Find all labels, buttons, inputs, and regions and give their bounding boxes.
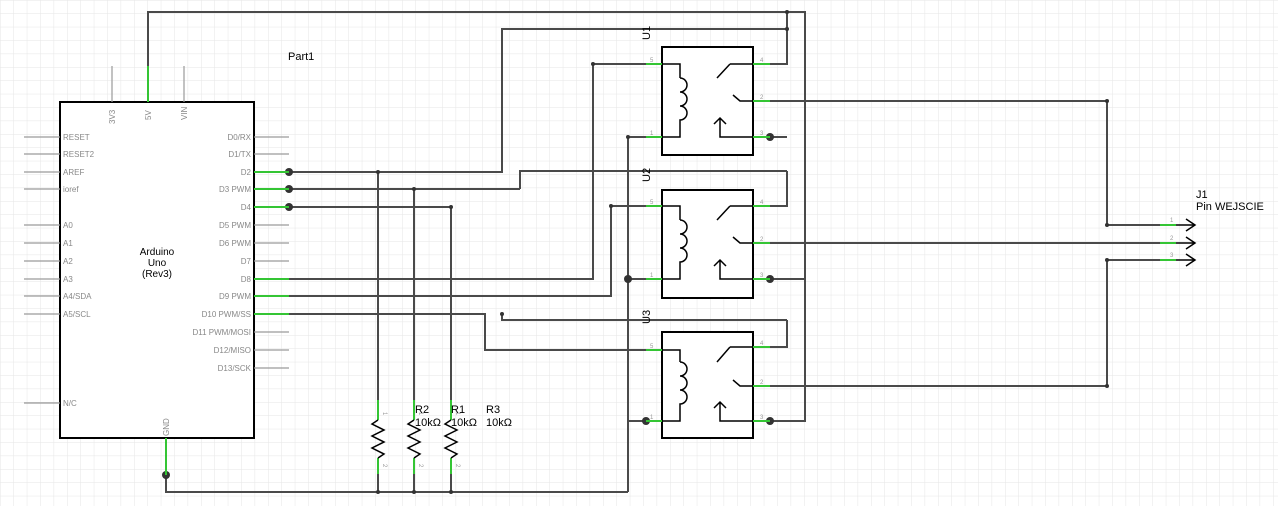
relay-u1-pin1: 1 bbox=[650, 131, 654, 137]
resistor-right[interactable]: 1 2 bbox=[443, 400, 460, 474]
arduino-pin-5v: 5V bbox=[144, 110, 153, 120]
arduino-pin-vin: VIN bbox=[180, 106, 189, 120]
arduino-pin-d9: D9 PWM bbox=[219, 292, 251, 301]
arduino-pin-gnd: GND bbox=[162, 418, 171, 436]
arduino-pin-d5: D5 PWM bbox=[219, 221, 251, 230]
resistor-right-pin1: 1 bbox=[454, 412, 460, 416]
arduino-pin-d1: D1/TX bbox=[228, 150, 251, 159]
resistor-left[interactable]: 1 2 bbox=[370, 400, 387, 474]
resistor-r1-value: 10kΩ bbox=[451, 417, 477, 429]
arduino-pin-reset: RESET bbox=[63, 133, 90, 142]
arduino-pin-ioref: ioref bbox=[63, 185, 79, 194]
relay-u1-pin5: 5 bbox=[650, 58, 654, 64]
resistor-r2-ref: R2 bbox=[415, 404, 429, 416]
relay-u2-pin1: 1 bbox=[650, 273, 654, 279]
relay-u2-ref: U2 bbox=[641, 168, 653, 182]
arduino-title-3: (Rev3) bbox=[142, 269, 172, 280]
connector-pin-3: 3 bbox=[1170, 253, 1174, 259]
relay-u3-pin1: 1 bbox=[650, 415, 654, 421]
arduino-pin-aref: AREF bbox=[63, 168, 84, 177]
arduino-pin-nc: N/C bbox=[63, 399, 77, 408]
arduino-pin-a5: A5/SCL bbox=[63, 310, 91, 319]
arduino-pin-d8: D8 bbox=[241, 275, 252, 284]
relay-u3[interactable]: U3 5 1 4 2 3 bbox=[641, 310, 770, 439]
arduino-title-2: Uno bbox=[148, 258, 167, 269]
relay-u2-pin2: 2 bbox=[760, 237, 764, 243]
arduino-pin-d2: D2 bbox=[241, 168, 252, 177]
output-junctions bbox=[376, 10, 1109, 494]
resistor-left-pin1: 1 bbox=[381, 412, 387, 416]
relay-u2[interactable]: U2 5 1 4 2 3 bbox=[641, 168, 770, 299]
arduino-title-1: Arduino bbox=[140, 247, 175, 258]
resistor-right-pin2: 2 bbox=[454, 464, 460, 468]
resistor-r2-value: 10kΩ bbox=[415, 417, 441, 429]
part-label: Part1 bbox=[288, 51, 314, 63]
arduino-pin-d11: D11 PWM/MOSI bbox=[192, 328, 251, 337]
relay-u1-ref: U1 bbox=[641, 26, 653, 40]
arduino-pin-d12: D12/MISO bbox=[214, 346, 251, 355]
relay-u2-pin5: 5 bbox=[650, 200, 654, 206]
relay-u3-pin5: 5 bbox=[650, 344, 654, 350]
arduino-pin-a0: A0 bbox=[63, 221, 73, 230]
arduino-pin-d0: D0/RX bbox=[227, 133, 251, 142]
arduino-pin-a1: A1 bbox=[63, 239, 73, 248]
arduino-pin-d4: D4 bbox=[241, 203, 252, 212]
connector-pin-2: 2 bbox=[1170, 236, 1174, 242]
arduino-pin-d10: D10 PWM/SS bbox=[202, 310, 251, 319]
resistor-r1-ref: R1 bbox=[451, 404, 465, 416]
resistor-r3-ref: R3 bbox=[486, 404, 500, 416]
resistor-r3-value: 10kΩ bbox=[486, 417, 512, 429]
arduino-body bbox=[59, 101, 255, 439]
relay-u1-pin4: 4 bbox=[760, 58, 764, 64]
relay-u2-pin4: 4 bbox=[760, 200, 764, 206]
arduino-board[interactable]: 3V3 5V VIN RESET RESET2 AREF ioref A0 A1… bbox=[24, 66, 289, 475]
arduino-pin-d3: D3 PWM bbox=[219, 185, 251, 194]
wires bbox=[147, 11, 1160, 493]
relay-u1[interactable]: U1 5 1 4 2 3 bbox=[641, 26, 770, 156]
arduino-pin-a4: A4/SDA bbox=[63, 292, 92, 301]
arduino-pin-a2: A2 bbox=[63, 257, 73, 266]
connector-pin-1: 1 bbox=[1170, 218, 1174, 224]
arduino-pin-d7: D7 bbox=[241, 257, 252, 266]
arduino-pin-d6: D6 PWM bbox=[219, 239, 251, 248]
relay-u1-pin3: 3 bbox=[760, 131, 764, 137]
connector-j1[interactable]: 1 2 3 J1 Pin WEJSCIE bbox=[1160, 189, 1264, 267]
arduino-pin-reset2: RESET2 bbox=[63, 150, 95, 159]
arduino-pin-d13: D13/SCK bbox=[218, 364, 252, 373]
resistor-middle-pin2: 2 bbox=[417, 464, 423, 468]
arduino-pin-3v3: 3V3 bbox=[108, 109, 117, 124]
arduino-pin-a3: A3 bbox=[63, 275, 73, 284]
resistor-middle[interactable]: 1 2 bbox=[406, 400, 423, 474]
relay-u3-pin3: 3 bbox=[760, 415, 764, 421]
connector-name: Pin WEJSCIE bbox=[1196, 201, 1264, 213]
relay-u3-pin2: 2 bbox=[760, 380, 764, 386]
relay-u2-pin3: 3 bbox=[760, 273, 764, 279]
relay-u3-ref: U3 bbox=[641, 310, 653, 324]
relay-u3-pin4: 4 bbox=[760, 341, 764, 347]
relay-u1-pin2: 2 bbox=[760, 95, 764, 101]
resistor-left-pin2: 2 bbox=[381, 464, 387, 468]
resistor-middle-pin1: 1 bbox=[417, 412, 423, 416]
connector-ref: J1 bbox=[1196, 189, 1208, 201]
